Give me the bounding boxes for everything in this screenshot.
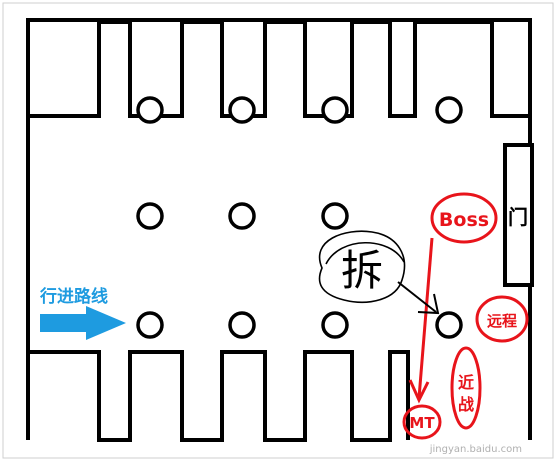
pillars (136, 96, 463, 339)
pillar-4 (435, 96, 463, 124)
boss-to-mt-arrow (417, 237, 434, 399)
pillar-2 (228, 96, 256, 124)
pillar-11 (435, 311, 463, 339)
boss-label: Boss (439, 209, 489, 231)
pillar-1 (136, 96, 164, 124)
pillar-5 (136, 202, 164, 230)
dismantle-label: 拆 (341, 246, 383, 295)
door-label: 门 (508, 205, 528, 229)
route-label: 行进路线 (39, 286, 108, 307)
pillar-8 (136, 311, 164, 339)
watermark: jingyan.baidu.com (429, 444, 522, 455)
pillar-3 (321, 96, 349, 124)
melee-label: 近 战 (458, 373, 480, 414)
top-wall (26, 18, 532, 118)
boss-marker (430, 192, 498, 244)
bottom-wall (26, 350, 410, 442)
pillar-7 (321, 202, 349, 230)
ranged-marker (475, 295, 529, 343)
ranged-label: 远程 (487, 312, 517, 330)
pillar-9 (228, 311, 256, 339)
melee-marker (450, 346, 482, 430)
door (503, 143, 534, 287)
mt-marker (402, 404, 442, 440)
mt-label: MT (409, 414, 435, 432)
dismantle-circle (318, 230, 406, 303)
arrow-right-icon (40, 306, 126, 340)
dismantle-arrow (397, 281, 437, 313)
pillar-6 (228, 202, 256, 230)
pillar-10 (321, 311, 349, 339)
